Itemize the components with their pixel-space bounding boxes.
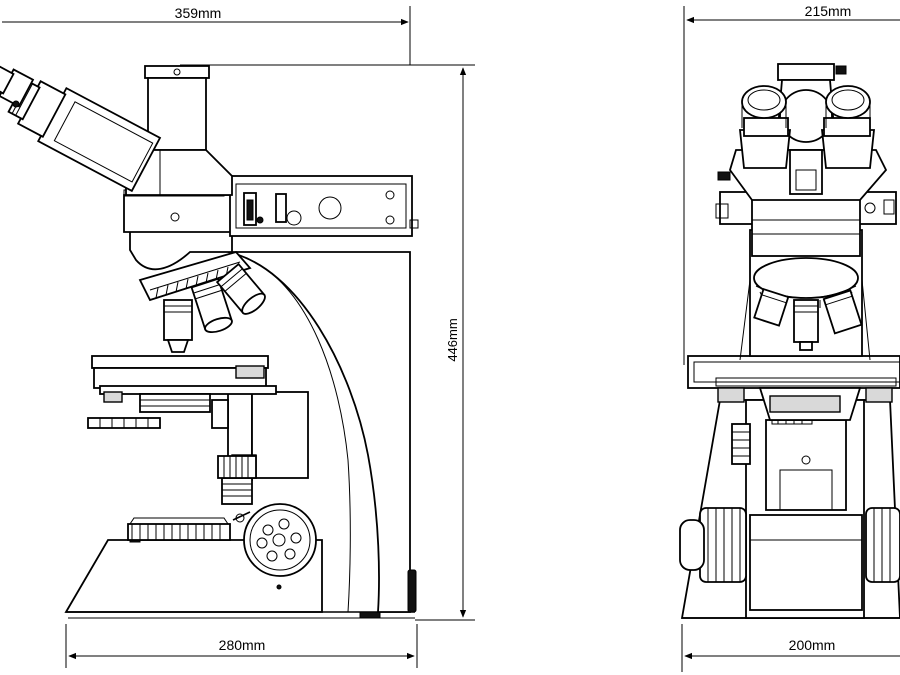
front-stage <box>687 355 900 389</box>
side-height-label: 446mm <box>445 318 460 361</box>
front-width-label: 215mm <box>805 3 852 19</box>
focus-knob <box>243 503 317 577</box>
side-base-label: 280mm <box>219 637 266 653</box>
front-base-label: 200mm <box>789 637 836 653</box>
illuminator <box>229 175 413 237</box>
side-width-label: 359mm <box>175 5 222 21</box>
side-arm <box>227 251 411 613</box>
right-eyepiece <box>821 85 875 169</box>
microscope-head <box>129 229 233 271</box>
side-view: 359mm 446mm 280mm <box>0 5 475 668</box>
left-eyepiece <box>739 85 791 169</box>
front-view: 215mm 200mm <box>679 3 900 672</box>
